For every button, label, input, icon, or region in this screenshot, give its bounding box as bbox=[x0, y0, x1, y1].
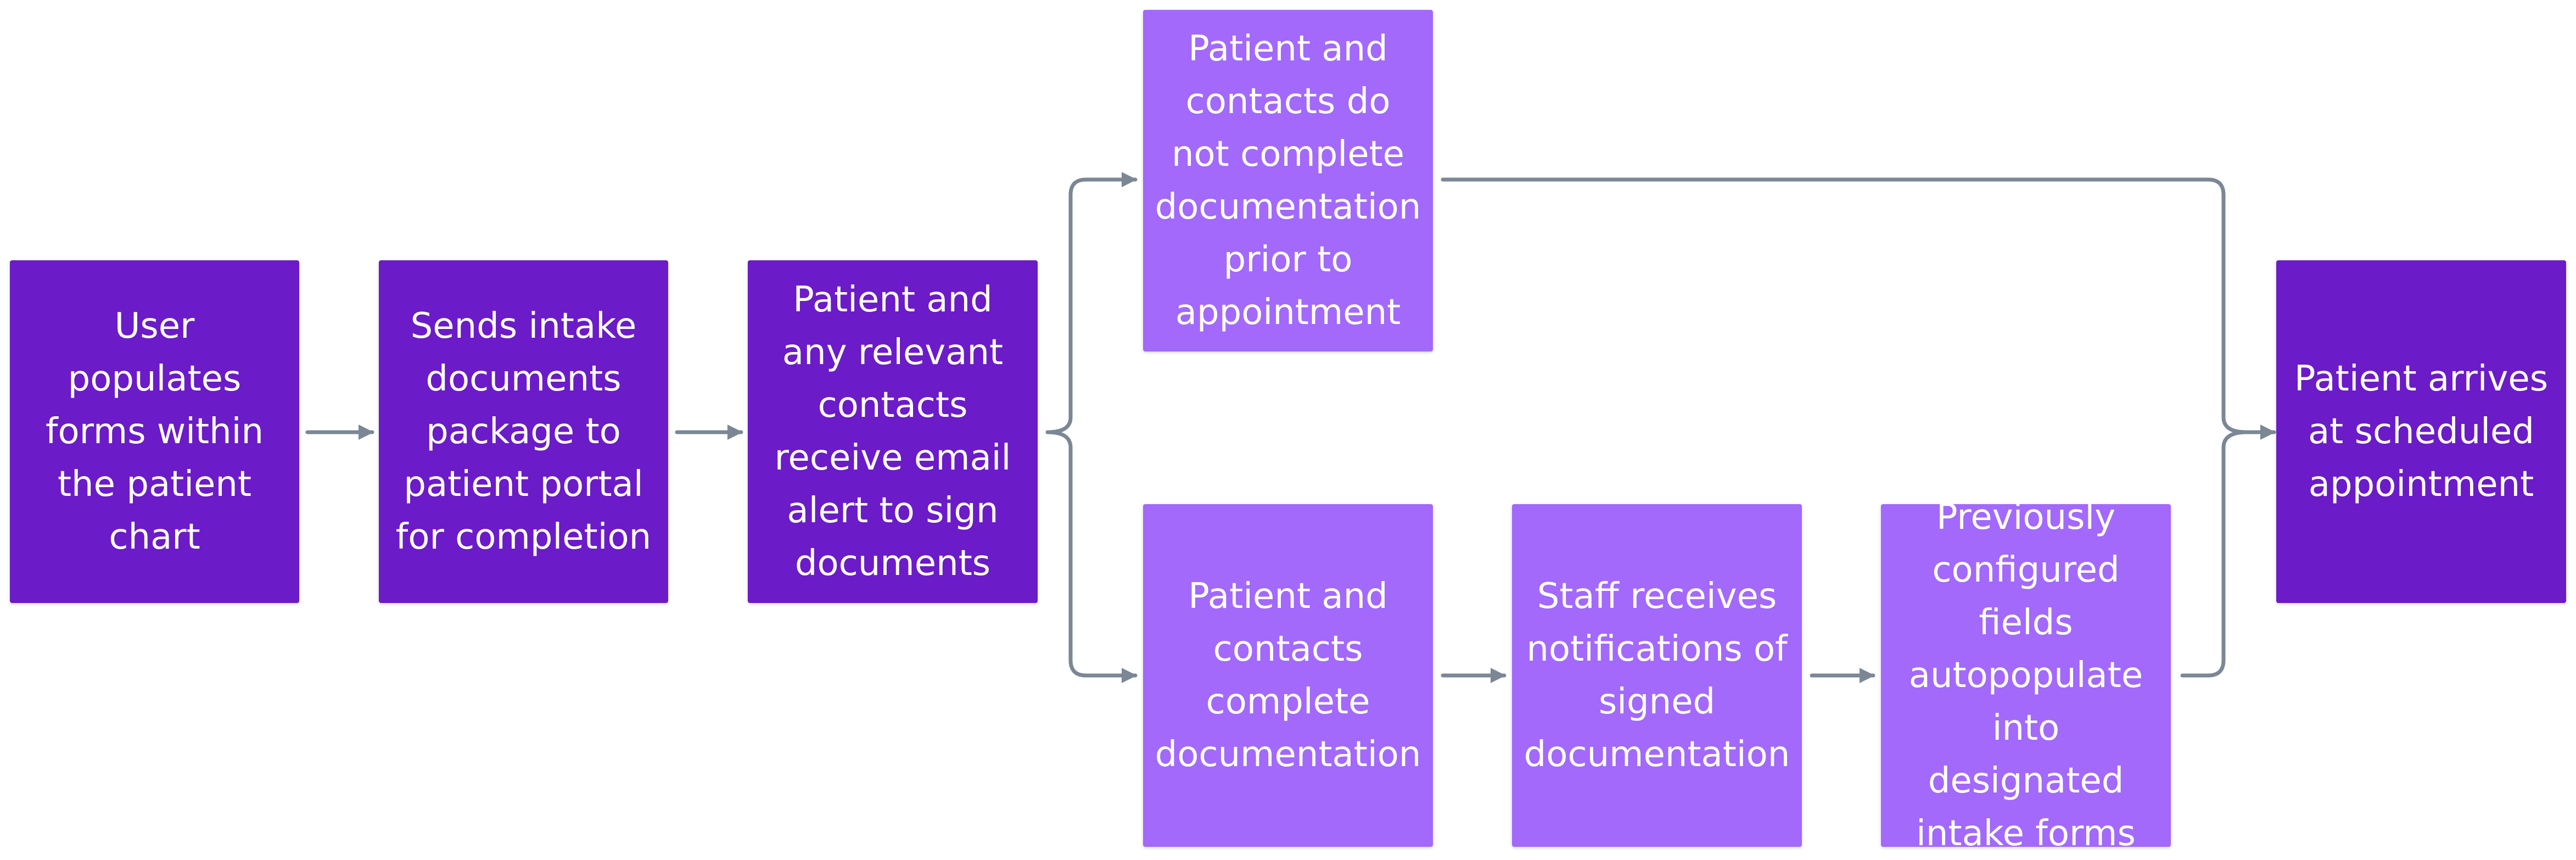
step-autopopulate-label: Previously configured fields autopopulat… bbox=[1908, 497, 2143, 854]
step-autopopulate: Previously configured fields autopopulat… bbox=[1881, 497, 2171, 854]
step-send-package-label: Sends intake documents package to patien… bbox=[395, 306, 652, 557]
connector-autopopulate-merge bbox=[2180, 430, 2249, 678]
step-complete-label: Patient and contacts complete documentat… bbox=[1155, 576, 1421, 775]
connector-alert-split-upper bbox=[1045, 172, 1138, 434]
connector-not-complete-merge bbox=[1441, 177, 2249, 434]
step-populate-forms: User populates forms within the patient … bbox=[10, 260, 299, 603]
step-email-alert: Patient and any relevant contacts receiv… bbox=[748, 260, 1038, 603]
step-send-package: Sends intake documents package to patien… bbox=[379, 260, 668, 603]
connector-alert-split-lower bbox=[1045, 430, 1138, 683]
step-not-complete-label: Patient and contacts do not complete doc… bbox=[1155, 29, 1421, 333]
step-populate-forms-label: User populates forms within the patient … bbox=[45, 306, 264, 557]
step-arrives-label: Patient arrives at scheduled appointment bbox=[2294, 359, 2549, 505]
step-complete: Patient and contacts complete documentat… bbox=[1143, 504, 1433, 847]
step-email-alert-label: Patient and any relevant contacts receiv… bbox=[774, 280, 1011, 584]
step-arrives: Patient arrives at scheduled appointment bbox=[2276, 260, 2566, 603]
step-not-complete: Patient and contacts do not complete doc… bbox=[1143, 10, 1433, 351]
step-staff-notified: Staff receives notifications of signed d… bbox=[1512, 504, 1802, 847]
step-staff-notified-label: Staff receives notifications of signed d… bbox=[1524, 576, 1790, 775]
